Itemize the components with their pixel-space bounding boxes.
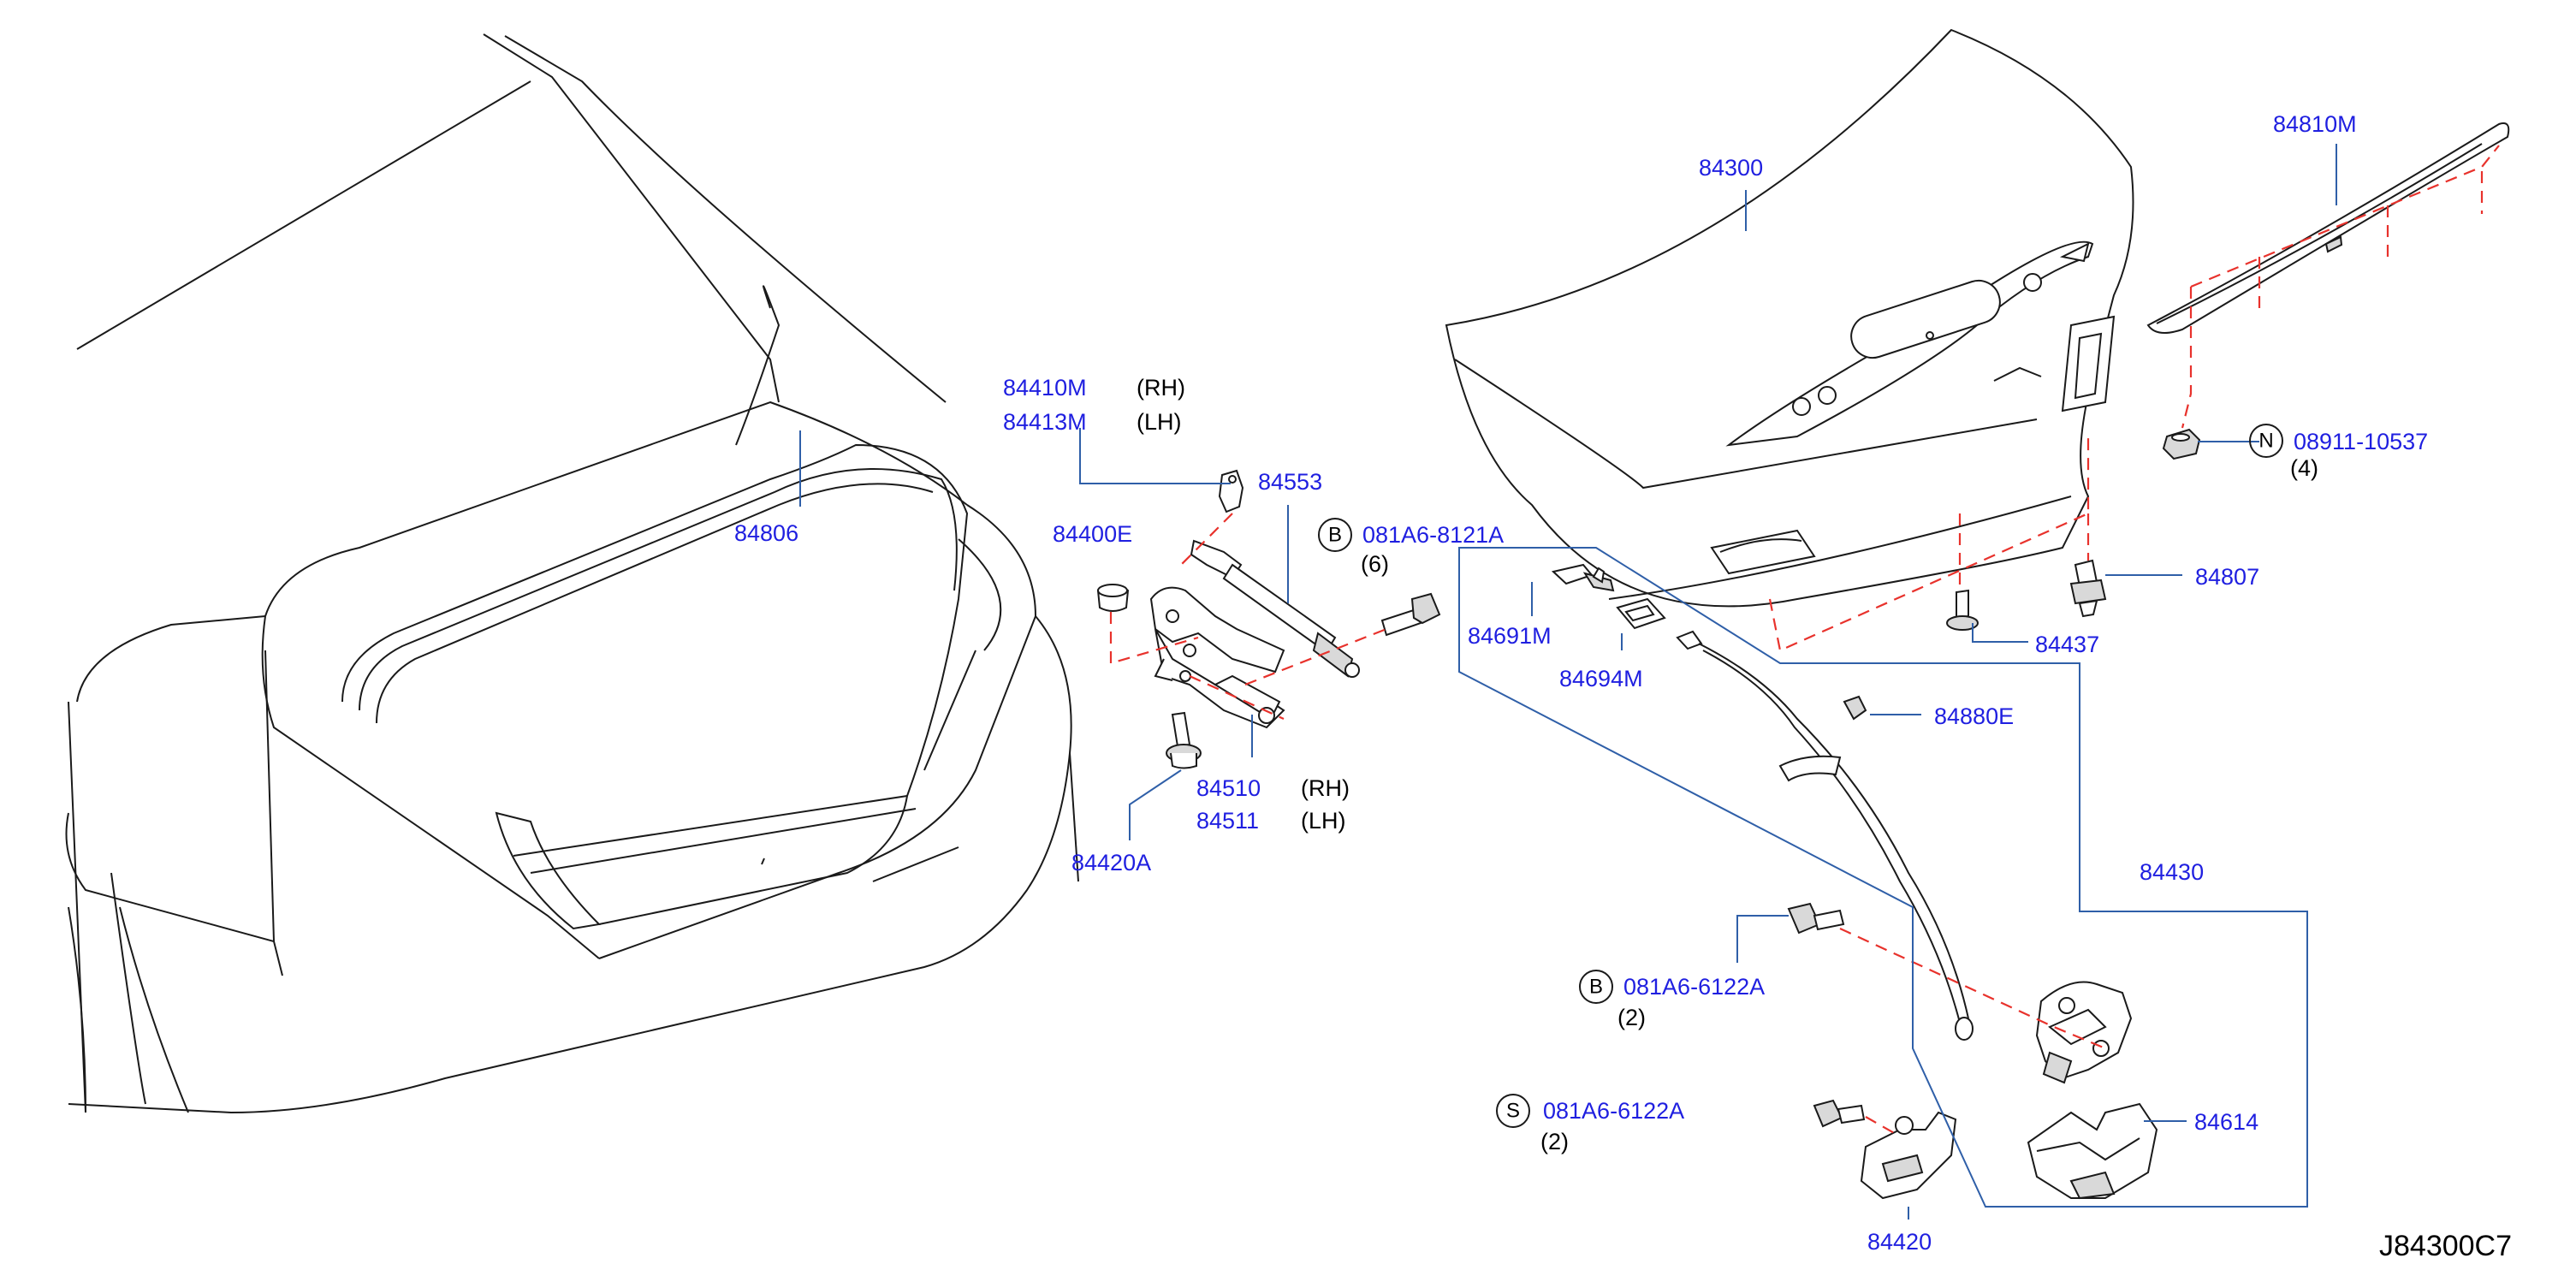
screw-qty: (2): [1540, 1129, 1569, 1154]
label-84807: 84807: [2195, 564, 2259, 590]
label-84420: 84420: [1867, 1229, 1932, 1255]
label-84806: 84806: [734, 520, 798, 546]
label-84691m: 84691M: [1468, 623, 1552, 649]
bolt-mid-qty: (2): [1617, 1005, 1646, 1030]
car-rear-body-illustration: [65, 33, 1079, 1114]
switch-84691m-part: [1551, 563, 1615, 592]
bolt-top-prefix: B: [1328, 524, 1342, 547]
label-84511-side: (LH): [1301, 808, 1346, 834]
nut-08911-10537-part: [2162, 428, 2201, 460]
label-84614: 84614: [2194, 1109, 2258, 1135]
bolt-081a6-6122a-b-part: [1787, 902, 1845, 935]
clip-84410m-part: [1218, 469, 1244, 513]
bolt-mid-code: 081A6-6122A: [1623, 974, 1765, 1000]
bolt-84420a-part: [1166, 711, 1202, 769]
label-84437: 84437: [2035, 632, 2099, 657]
label-84510: 84510: [1196, 775, 1261, 801]
label-84511: 84511: [1196, 808, 1259, 834]
bolt-prefix-circle: [1318, 518, 1352, 552]
label-84410m-side: (RH): [1137, 375, 1185, 401]
label-84553: 84553: [1258, 469, 1322, 495]
pad-84694m-part: [1616, 597, 1666, 630]
screw-prefix: S: [1506, 1100, 1520, 1123]
label-84413m-side: (LH): [1137, 409, 1182, 435]
cover-84614-part: [2027, 1102, 2158, 1200]
trunk-lid-84300-part: [1445, 28, 2134, 608]
screw-prefix-circle: [1496, 1094, 1530, 1128]
label-84410m: 84410M: [1003, 375, 1087, 401]
trunk-hinge-84510-part: [1149, 586, 1285, 729]
bolt-mid-prefix-circle: [1579, 970, 1613, 1004]
label-84694m: 84694M: [1559, 666, 1643, 691]
release-cable-part: [1676, 630, 1974, 1041]
callout-labels: 84806 84410M (RH) 84413M (LH) 84553 8440…: [734, 111, 2512, 1262]
striker-84420-part: [1860, 1111, 1957, 1200]
leader-lines: [799, 144, 2337, 1220]
screw-code: 081A6-6122A: [1543, 1098, 1684, 1124]
label-84413m: 84413M: [1003, 409, 1087, 435]
nut-code: 08911-10537: [2294, 429, 2428, 454]
bolt-081a6-8121a-part: [1380, 592, 1441, 637]
nut-prefix: N: [2258, 430, 2273, 453]
clip-84807-part: [2069, 559, 2107, 618]
diagram-reference-id: J84300C7: [2379, 1230, 2512, 1262]
nut-prefix-circle: [2249, 424, 2283, 458]
screw-081a6-6122a-part: [1813, 1099, 1866, 1128]
label-84430: 84430: [2140, 859, 2204, 885]
label-84810m: 84810M: [2273, 111, 2357, 137]
spoiler-84810m-part: [2146, 122, 2510, 334]
label-84510-side: (RH): [1301, 775, 1350, 801]
label-84880e: 84880E: [1934, 703, 2014, 729]
bolt-top-code: 081A6-8121A: [1362, 522, 1504, 548]
label-84400e: 84400E: [1053, 521, 1132, 547]
bolt-top-qty: (6): [1361, 551, 1389, 577]
gas-strut-84553-part: [1190, 539, 1360, 678]
label-84420a: 84420A: [1071, 850, 1151, 875]
nut-qty: (4): [2290, 455, 2318, 481]
label-84300: 84300: [1699, 155, 1763, 181]
dashed-guides: [1109, 145, 2500, 1135]
hinge-strut-group: [1096, 469, 1441, 769]
fastener-84437-part: [1946, 589, 1979, 631]
latch-84430-part: [2035, 981, 2133, 1084]
bolt-mid-prefix: B: [1589, 976, 1603, 999]
bumper-84400e-part: [1096, 584, 1130, 612]
